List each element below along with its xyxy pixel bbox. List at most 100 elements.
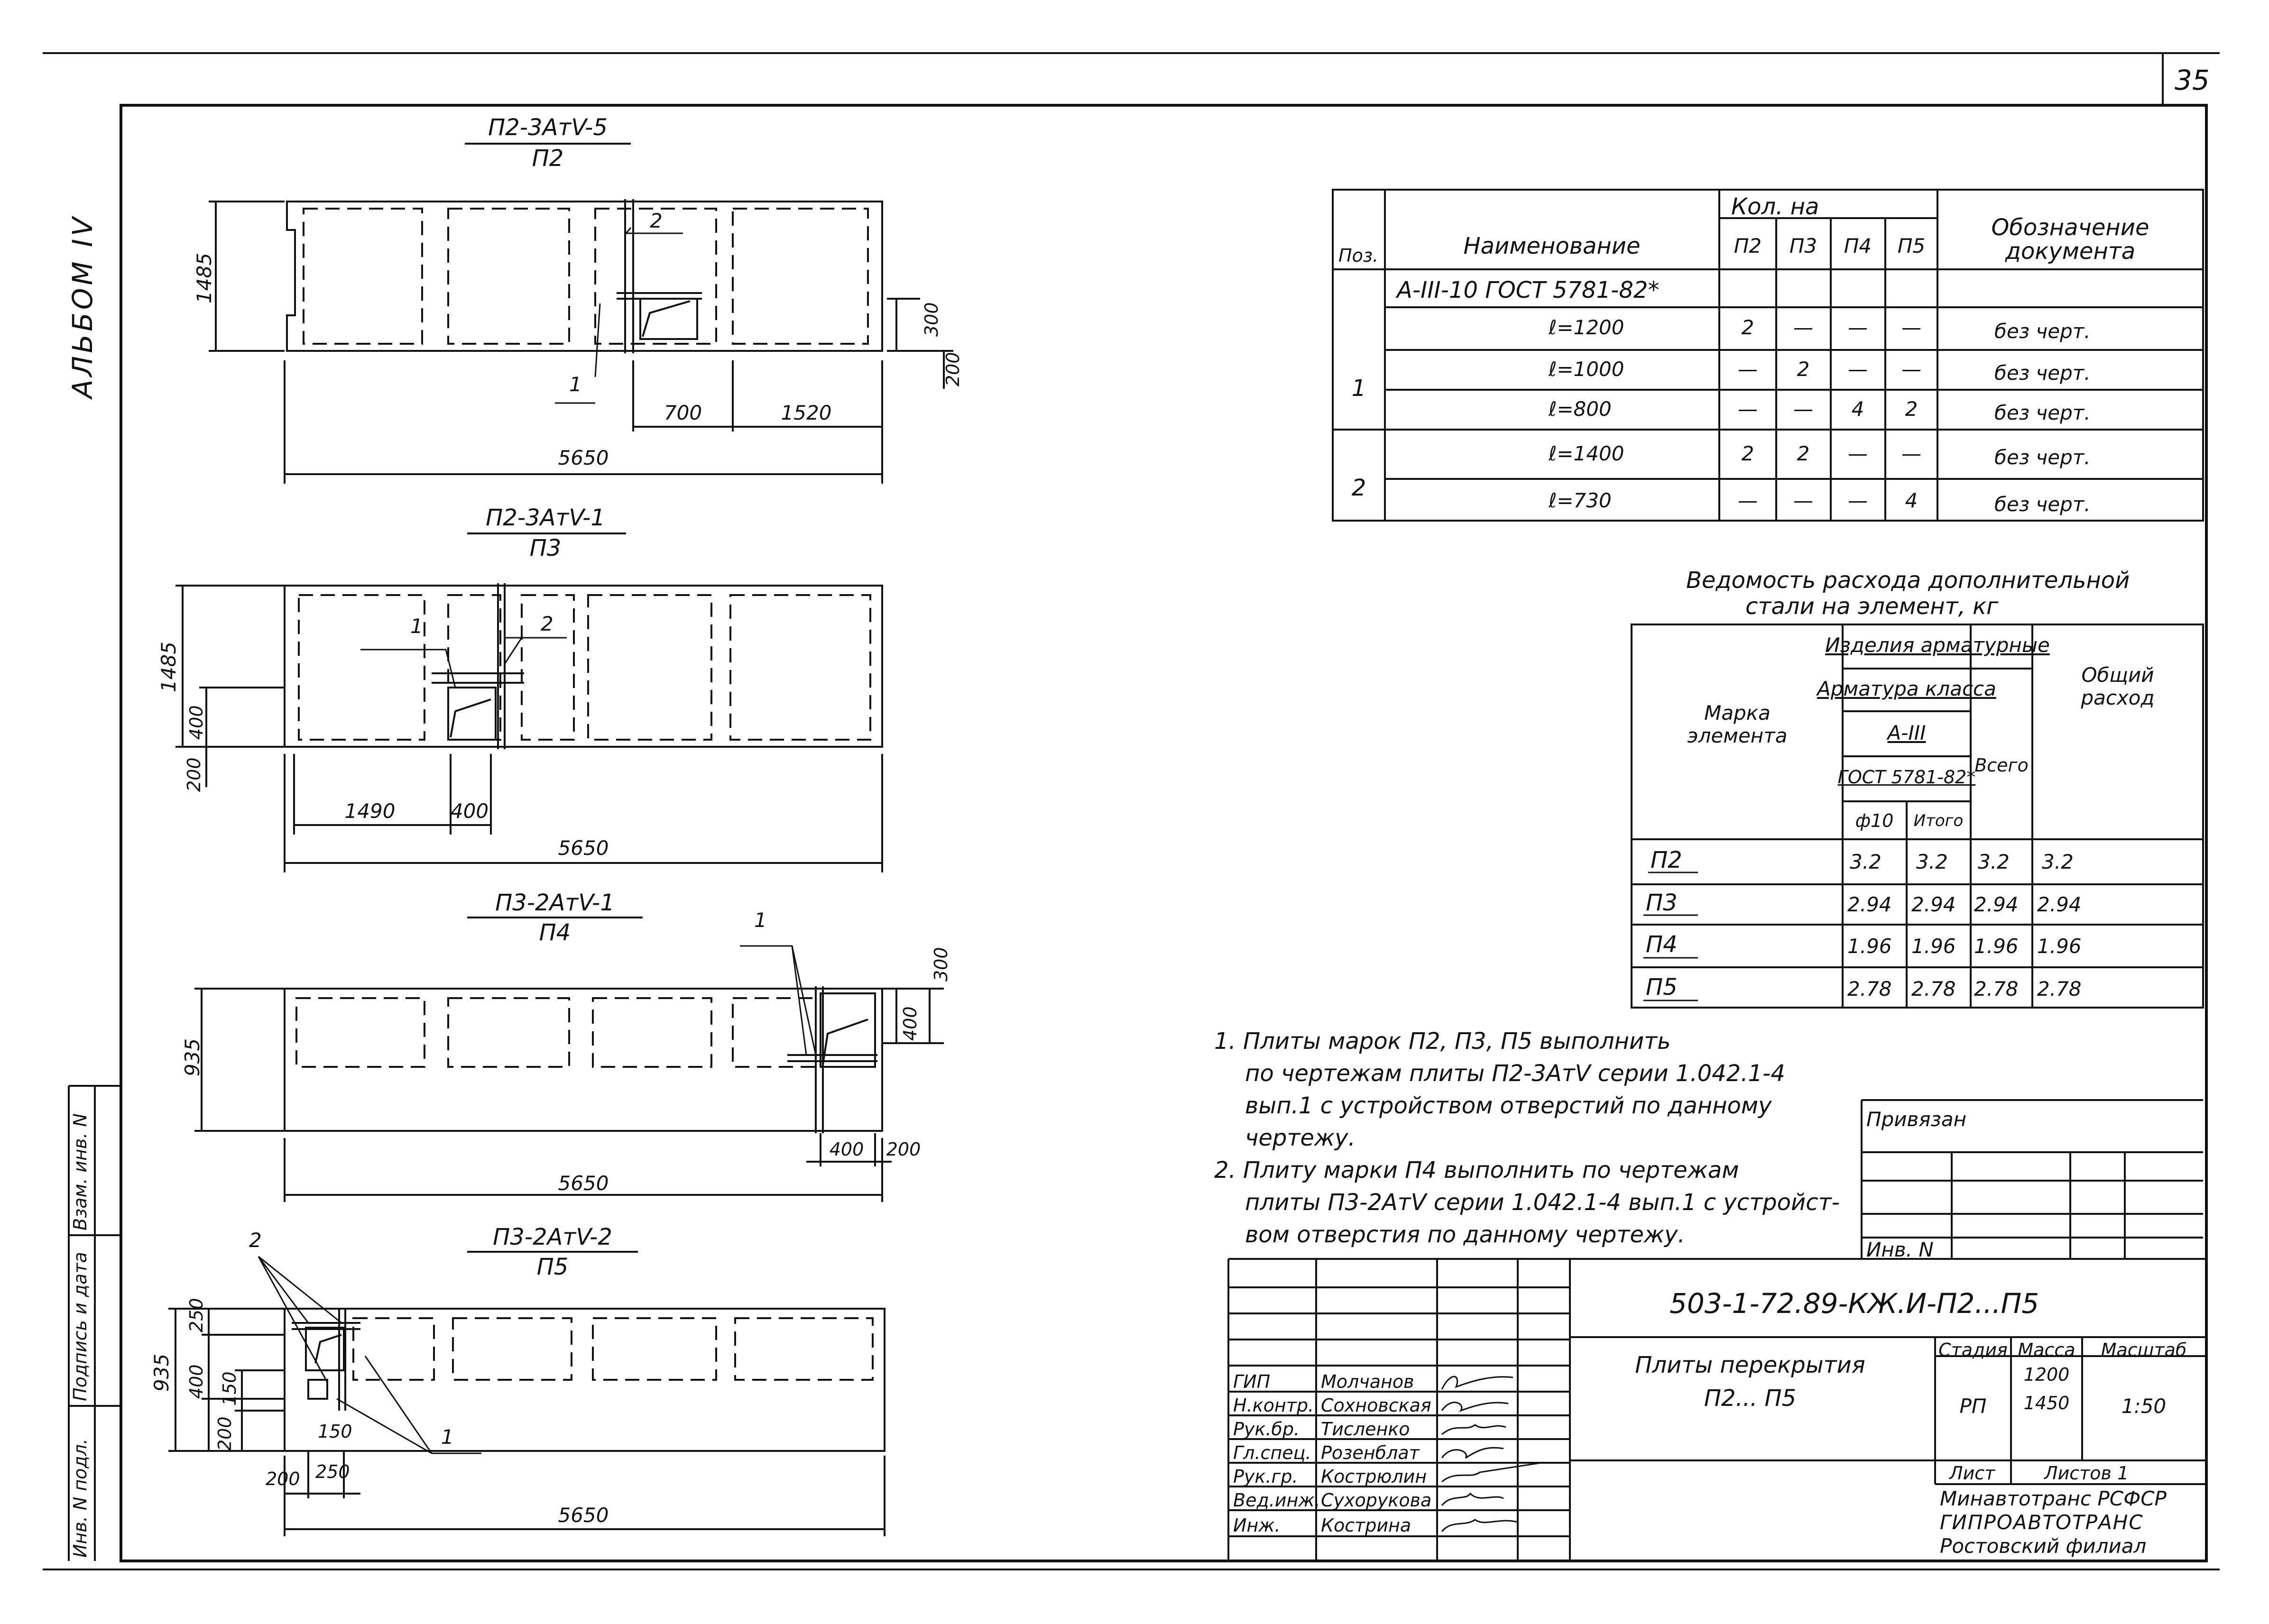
plate-p3-dim-400h: 400 [450,799,489,823]
steel-h-total: Общий расход [2081,663,2155,710]
plate-p4-drawing [194,917,944,1202]
spec-r1-doc: без черт. [1994,320,2091,343]
tb-role-4: Гл.спец. [1233,1442,1311,1463]
plate-p3-name: П3 [529,535,562,561]
steel-r4-itogo: 2.78 [1911,977,1956,1000]
tb-stage-header: Стадия [1938,1340,2008,1360]
spec-r4-doc: без черт. [1994,446,2091,469]
steel-h-vsego: Всего [1974,755,2029,776]
spec-r4-p5: — [1901,442,1921,465]
plate-p5-mark: П3-2АтV-2 [493,1224,612,1250]
tb-role-1: ГИП [1233,1371,1271,1392]
stamp-signature-date: Подпись и дата [70,1252,91,1401]
album-label: АЛЬБОМ IV [66,214,99,398]
tb-scale-header: Масштаб [2101,1340,2187,1360]
steel-h-gost: ГОСТ 5781-82* [1837,767,1976,788]
plate-p3-drawing [175,532,883,872]
spec-r1-p4: — [1848,316,1868,339]
steel-r1-vsego: 3.2 [1978,850,2010,873]
spec-r2-doc: без черт. [1994,361,2091,385]
plate-p2-dim-300: 300 [921,302,942,337]
plate-p4-dim-length: 5650 [558,1172,609,1195]
steel-r2-total: 2.94 [2037,893,2082,916]
plate-p5-dim-200h: 200 [266,1468,300,1489]
spec-r1-p5: — [1901,316,1921,339]
steel-r3-d10: 1.96 [1847,935,1892,958]
spec-h-doc: Обозначение документа [1991,214,2149,265]
plate-p4-name: П4 [539,919,571,946]
plate-p4-dim-200: 200 [886,1139,921,1160]
plate-p3-dim-height: 1485 [157,642,180,692]
tb-role-6: Вед.инж. [1233,1490,1320,1511]
spec-pos-2: 2 [1351,475,1366,501]
plate-p5-callout-1: 1 [441,1425,454,1449]
spec-r2-p4: — [1848,358,1868,381]
spec-r3-p5: 2 [1905,397,1918,421]
spec-h-p3: П3 [1789,234,1817,257]
steel-r2-vsego: 2.94 [1974,893,2019,916]
steel-r4-total: 2.78 [2037,977,2082,1000]
binding-box-grid [1861,1099,2203,1259]
tb-role-5: Рук.гр. [1233,1466,1298,1487]
spec-r4-p4: — [1848,442,1868,465]
plate-p4-dim-400h: 400 [829,1139,864,1160]
plate-p5-dim-length: 5650 [558,1504,609,1527]
steel-r2-mark: П3 [1646,890,1678,916]
tb-org-2: ГИПРОАВТОТРАНС [1940,1511,2144,1534]
tb-sheets-header: Листов 1 [2044,1463,2129,1484]
spec-h-p2: П2 [1734,234,1762,257]
plate-p5-name: П5 [536,1254,569,1280]
plate-p4-callout-1: 1 [754,908,767,932]
drawing-code: 503-1-72.89-КЖ.И-П2...П5 [1669,1287,2039,1320]
spec-r2-p5: — [1901,358,1921,381]
steel-h-itogo: Итого [1913,811,1964,830]
plate-p4-dim-300: 300 [931,947,951,982]
spec-r3-name: ℓ=800 [1549,397,1612,421]
steel-r2-itogo: 2.94 [1911,893,1956,916]
tb-scale: 1:50 [2121,1395,2167,1418]
tb-org-1: Минавтотранс РСФСР [1940,1487,2167,1510]
spec-r4-p3: 2 [1797,442,1810,465]
plate-p3-callout-1: 1 [410,615,423,638]
tb-mass-2: 1450 [2023,1393,2070,1413]
steel-r3-vsego: 1.96 [1974,935,2019,958]
spec-h-name: Наименование [1463,233,1641,259]
tb-name-7: Кострина [1321,1515,1411,1536]
spec-r4-name: ℓ=1400 [1549,442,1624,465]
steel-h-products: Изделия арматурные [1825,633,2050,657]
spec-r3-doc: без черт. [1994,401,2091,424]
binding-inv: Инв. N [1866,1238,1934,1261]
steel-r3-total: 1.96 [2037,935,2082,958]
binding-title: Привязан [1866,1108,1967,1131]
spec-r5-doc: без черт. [1994,493,2091,516]
plate-p5-dim-150h: 150 [318,1421,352,1442]
plate-p2-mark: П2-3АтV-5 [488,114,608,141]
plate-p5-dim-250: 250 [186,1298,207,1332]
spec-r3-p3: — [1793,397,1813,421]
note-2-line-1: 2. Плиту марки П4 выполнить по чертежам [1214,1157,1739,1184]
steel-r1-itogo: 3.2 [1916,850,1948,873]
spec-r1-p2: 2 [1741,316,1754,339]
note-2-line-3: вом отверстия по данному чертежу. [1245,1221,1685,1248]
spec-r5-p3: — [1793,489,1813,512]
steel-r4-d10: 2.78 [1847,977,1892,1000]
plate-p5-dim-250h: 250 [315,1461,350,1482]
steel-h-mark: Марка элемента [1687,701,1788,748]
tb-mass-1: 1200 [2023,1364,2070,1385]
tb-mass-header: Масса [2018,1340,2075,1360]
steel-title-2: стали на элемент, кг [1745,593,1999,620]
plate-p4-dim-height: 935 [181,1038,204,1076]
tb-name-4: Розенблат [1321,1442,1420,1463]
tb-role-2: Н.контр. [1233,1395,1314,1416]
spec-r4-p2: 2 [1741,442,1754,465]
steel-r2-d10: 2.94 [1847,893,1892,916]
spec-h-qty: Кол. на [1731,193,1819,220]
plate-p2-dim-200: 200 [942,352,963,386]
plate-p2-name: П2 [532,145,564,172]
spec-r5-name: ℓ=730 [1549,489,1612,512]
spec-table-grid [1332,189,2204,522]
tb-name-1: Молчанов [1321,1371,1414,1392]
plate-p4-dim-400v: 400 [900,1006,921,1041]
plate-p5-callout-2: 2 [249,1229,262,1252]
